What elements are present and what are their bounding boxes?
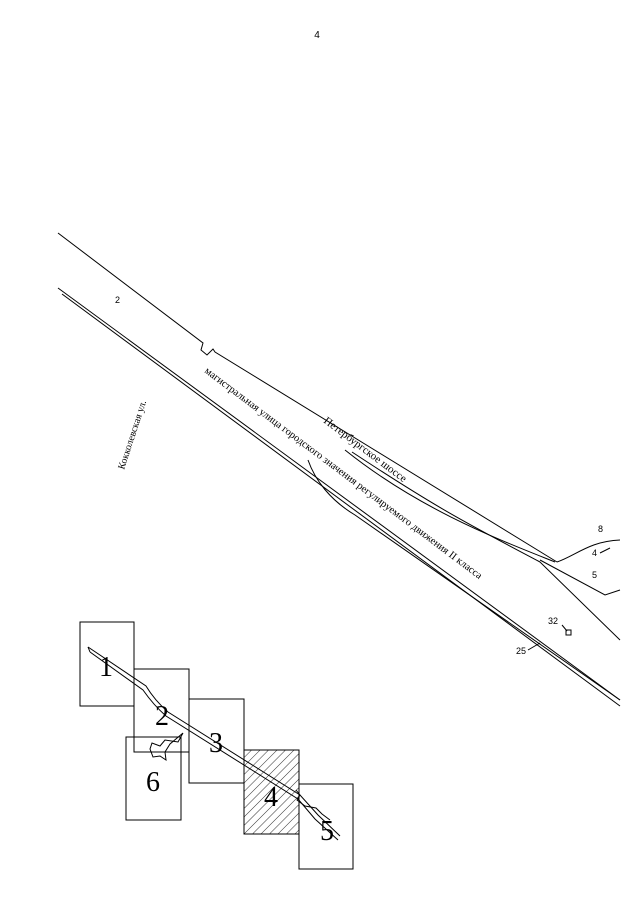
index-label-5: 5 <box>320 816 334 847</box>
road-upper-edge <box>57 232 558 563</box>
parcel-label-2: 2 <box>115 295 120 305</box>
street-kokkolevskaya: Кокколевская ул. <box>116 399 149 471</box>
road-upper-curve <box>556 539 621 563</box>
index-road-cap <box>87 646 91 653</box>
index-label-4: 4 <box>264 782 278 813</box>
parcel-label-25: 25 <box>516 646 526 656</box>
parcel-label-4: 4 <box>592 548 597 558</box>
street-magistral: магистральная улица городского значения … <box>202 366 484 582</box>
parcel-leader-25 <box>527 642 541 651</box>
index-road-strip-2 <box>89 651 339 841</box>
index-sheet-3[interactable] <box>188 698 245 784</box>
side-road <box>307 459 621 701</box>
parcel-label-5: 5 <box>592 570 597 580</box>
road-lower-edge-2 <box>61 293 621 707</box>
parcel-label-32: 32 <box>548 616 558 626</box>
road-center-line-1 <box>344 449 556 563</box>
index-label-1: 1 <box>99 652 113 683</box>
index-label-3: 3 <box>209 728 223 759</box>
index-label-2: 2 <box>155 701 169 732</box>
parcel-leader-32 <box>561 624 568 632</box>
parcel-label-8: 8 <box>598 524 603 534</box>
index-sheet-5[interactable] <box>298 783 354 870</box>
road-center-line-2 <box>351 451 621 641</box>
index-label-6: 6 <box>146 767 160 798</box>
index-sheet-1[interactable] <box>79 621 135 707</box>
road-lower-edge <box>57 287 621 701</box>
index-parcel-4-outline <box>295 789 331 821</box>
page-number: 4 <box>314 30 320 41</box>
parcel-32-marker <box>565 629 572 636</box>
index-map: 1 2 3 4 5 6 <box>79 621 354 870</box>
index-road-strip <box>87 646 341 837</box>
index-sheet-4[interactable] <box>243 749 300 835</box>
index-parcel-6-outline <box>149 732 184 762</box>
parcel-boundary-5 <box>539 559 621 596</box>
street-peterburgskoe: Петербургское шоссе <box>321 415 409 485</box>
parcel-leader-4 <box>599 547 611 554</box>
index-sheet-6[interactable] <box>125 736 182 821</box>
